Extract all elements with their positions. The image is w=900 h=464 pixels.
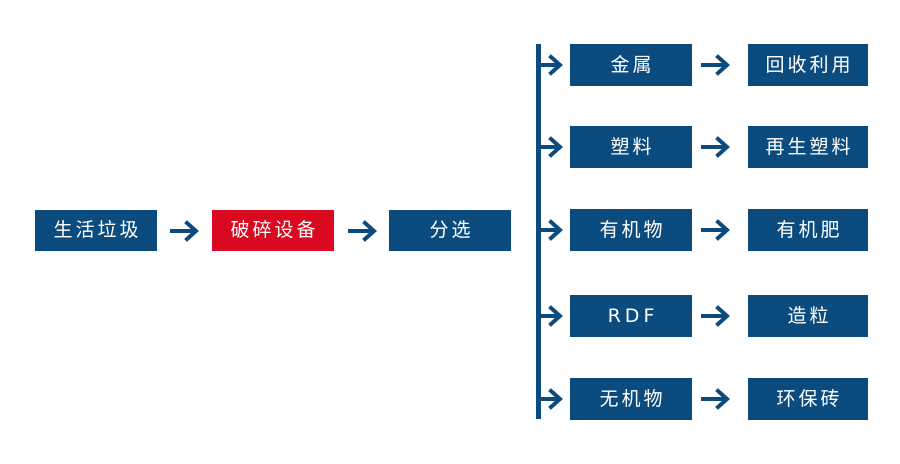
node-branch-plastic-label: 塑料: [610, 135, 655, 158]
node-branch-rdf[interactable]: RDF: [570, 295, 692, 337]
arrow-metal-to-product: [701, 54, 733, 76]
arrow-inorganic-to-product: [701, 388, 733, 410]
node-product-plastic-label: 再生塑料: [765, 135, 854, 158]
arrow-plastic-to-product: [701, 136, 733, 158]
node-input-label: 生活垃圾: [53, 219, 142, 241]
node-branch-metal-label: 金属: [610, 53, 655, 76]
node-branch-rdf-label: RDF: [607, 304, 659, 327]
node-product-metal[interactable]: 回收利用: [748, 44, 868, 86]
node-sorting-label: 分选: [429, 219, 474, 241]
node-product-rdf[interactable]: 造粒: [748, 295, 868, 337]
node-product-inorganic-label: 环保砖: [776, 387, 843, 410]
node-branch-metal[interactable]: 金属: [570, 44, 692, 86]
arrow-trunk-to-inorganic: [538, 388, 566, 410]
node-branch-inorganic-label: 无机物: [599, 387, 666, 410]
node-branch-inorganic[interactable]: 无机物: [570, 378, 692, 420]
node-product-rdf-label: 造粒: [787, 304, 832, 327]
arrow-crusher-to-sorting: [348, 220, 380, 242]
arrow-input-to-crusher: [170, 220, 202, 242]
node-product-organic-label: 有机肥: [776, 218, 843, 241]
node-product-organic[interactable]: 有机肥: [748, 209, 868, 251]
node-input[interactable]: 生活垃圾: [35, 210, 157, 251]
node-crusher[interactable]: 破碎设备: [212, 210, 334, 251]
arrow-trunk-to-rdf: [538, 305, 566, 327]
node-product-metal-label: 回收利用: [765, 53, 854, 76]
arrow-trunk-to-organic: [538, 219, 566, 241]
node-product-plastic[interactable]: 再生塑料: [748, 126, 868, 168]
node-sorting[interactable]: 分选: [389, 210, 511, 251]
node-crusher-label: 破碎设备: [230, 219, 319, 241]
node-branch-organic[interactable]: 有机物: [570, 209, 692, 251]
node-product-inorganic[interactable]: 环保砖: [748, 378, 868, 420]
arrow-rdf-to-product: [701, 305, 733, 327]
node-branch-organic-label: 有机物: [599, 218, 666, 241]
arrow-trunk-to-metal: [538, 54, 566, 76]
node-branch-plastic[interactable]: 塑料: [570, 126, 692, 168]
arrow-organic-to-product: [701, 219, 733, 241]
arrow-trunk-to-plastic: [538, 136, 566, 158]
